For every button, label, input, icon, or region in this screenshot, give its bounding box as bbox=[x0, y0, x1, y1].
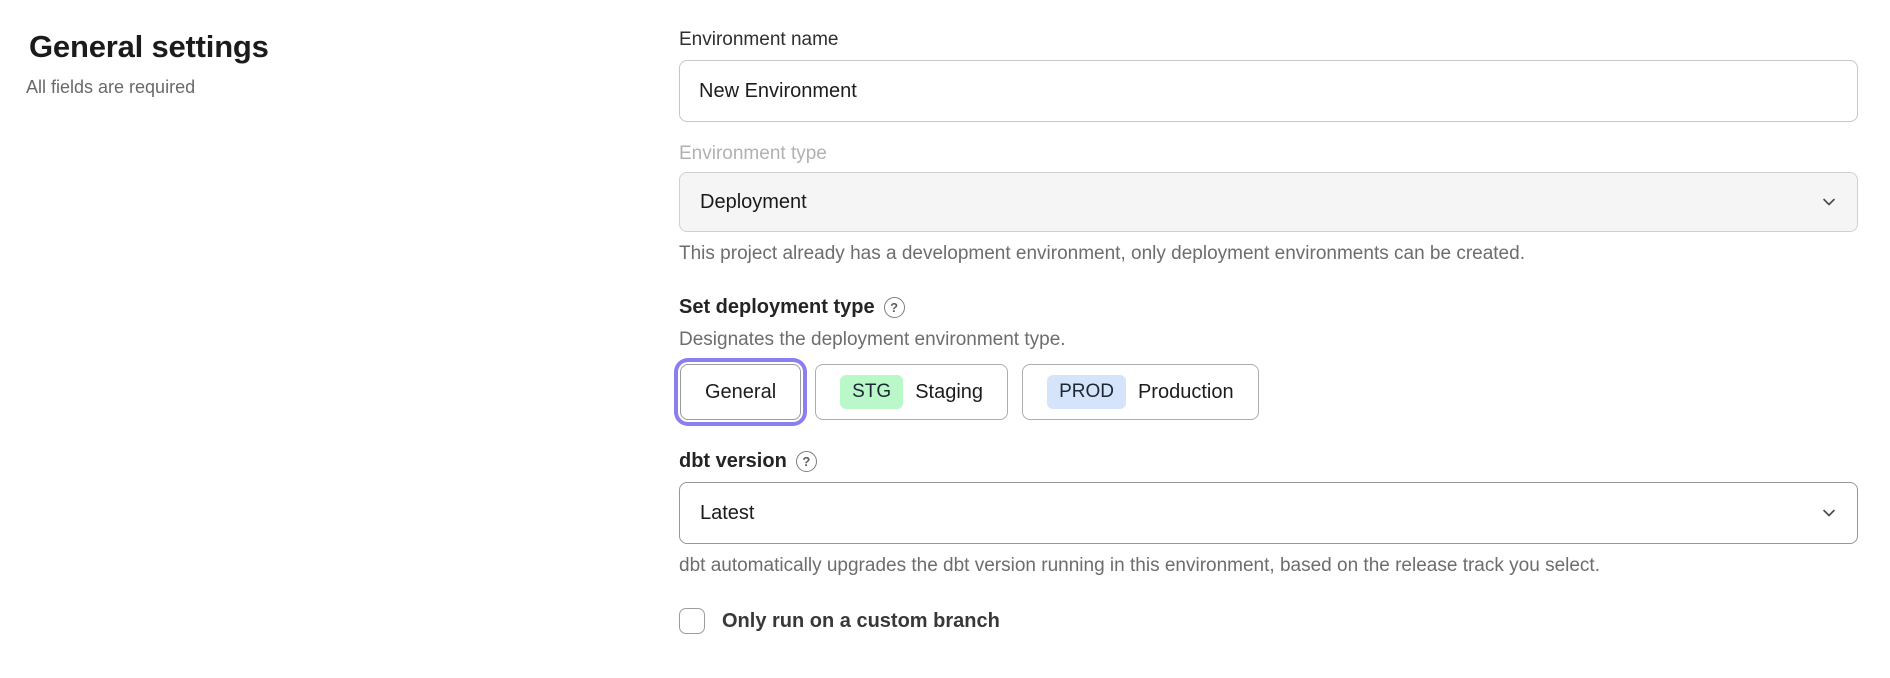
environment-name-input[interactable] bbox=[679, 60, 1858, 122]
environment-type-value: Deployment bbox=[700, 191, 807, 214]
page-subtitle: All fields are required bbox=[26, 76, 679, 98]
dbt-version-value: Latest bbox=[700, 502, 754, 525]
environment-type-select: Deployment bbox=[679, 172, 1858, 232]
environment-type-helper: This project already has a development e… bbox=[679, 242, 1858, 266]
dbt-version-title: dbt version bbox=[679, 448, 787, 474]
environment-type-label: Environment type bbox=[679, 142, 1858, 166]
environment-name-label: Environment name bbox=[679, 28, 1858, 52]
deployment-type-options: General STG Staging PROD Production bbox=[679, 364, 1858, 420]
settings-page: General settings All fields are required… bbox=[0, 0, 1890, 634]
chevron-down-icon bbox=[1821, 194, 1837, 210]
option-label: Staging bbox=[915, 381, 983, 404]
option-label: Production bbox=[1138, 381, 1234, 404]
deployment-type-title: Set deployment type bbox=[679, 294, 875, 320]
deployment-type-option-staging[interactable]: STG Staging bbox=[815, 364, 1008, 420]
page-header: General settings All fields are required bbox=[26, 28, 679, 634]
option-label: General bbox=[705, 381, 776, 404]
dbt-version-helper: dbt automatically upgrades the dbt versi… bbox=[679, 554, 1858, 578]
chevron-down-icon bbox=[1821, 505, 1837, 521]
prod-badge: PROD bbox=[1047, 375, 1126, 409]
help-circle-icon[interactable]: ? bbox=[884, 297, 905, 318]
custom-branch-label[interactable]: Only run on a custom branch bbox=[722, 608, 1000, 634]
deployment-type-option-general[interactable]: General bbox=[680, 364, 801, 420]
custom-branch-row: Only run on a custom branch bbox=[679, 608, 1858, 634]
custom-branch-checkbox[interactable] bbox=[679, 608, 705, 634]
deployment-type-header: Set deployment type ? bbox=[679, 294, 1858, 320]
dbt-version-select[interactable]: Latest bbox=[679, 482, 1858, 544]
deployment-type-description: Designates the deployment environment ty… bbox=[679, 328, 1858, 352]
dbt-version-header: dbt version ? bbox=[679, 448, 1858, 474]
general-settings-form: Environment name Environment type Deploy… bbox=[679, 28, 1858, 634]
page-title: General settings bbox=[26, 28, 679, 66]
stg-badge: STG bbox=[840, 375, 903, 409]
deployment-type-option-production[interactable]: PROD Production bbox=[1022, 364, 1259, 420]
help-circle-icon[interactable]: ? bbox=[796, 451, 817, 472]
